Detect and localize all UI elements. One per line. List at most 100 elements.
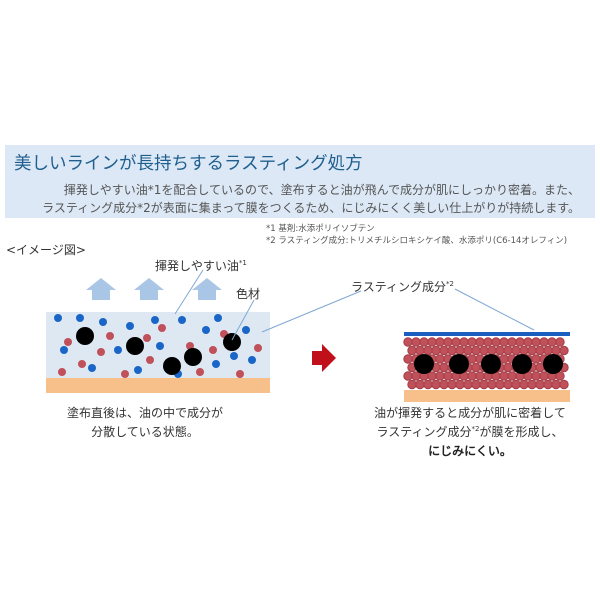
lasting-particle	[455, 345, 465, 356]
right-arrow-icon	[312, 344, 336, 372]
oil-particle	[156, 342, 164, 350]
pigment-particle	[163, 357, 181, 375]
lasting-particle	[58, 368, 66, 376]
lasting-particle	[403, 337, 413, 347]
lasting-film	[404, 332, 570, 336]
lasting-particle	[487, 345, 497, 356]
lasting-particle	[515, 337, 525, 347]
oil-particle	[126, 322, 134, 330]
up-arrow-icon	[192, 278, 222, 300]
lasting-particle	[495, 379, 505, 390]
lasting-particle	[471, 345, 481, 356]
pigment-particle	[449, 354, 469, 374]
lasting-particle	[415, 379, 425, 390]
lasting-leader-line-left	[261, 290, 362, 333]
lasting-particle	[97, 348, 105, 356]
lasting-particle	[503, 345, 513, 356]
lasting-particle	[519, 345, 529, 356]
pigment-particle	[76, 327, 94, 345]
skin-layer-left	[46, 378, 270, 393]
oil-leader-line	[174, 269, 204, 315]
lasting-particle	[527, 379, 537, 390]
lasting-particle	[455, 379, 465, 390]
lasting-particle	[467, 354, 477, 364]
after-caption: 油が揮発すると成分が肌に密着して ラスティング成分*2が膜を形成し、 にじみにく…	[374, 406, 566, 458]
lasting-particle	[427, 371, 437, 381]
lasting-particle	[539, 371, 549, 381]
lasting-particle	[427, 337, 437, 347]
pigment-particle	[543, 354, 563, 374]
dispersed-particles	[54, 314, 262, 378]
lasting-particle	[106, 332, 114, 340]
pigment-leader-line	[231, 299, 255, 341]
lasting-particle	[463, 379, 473, 390]
lasting-particle	[511, 345, 521, 356]
up-arrow-icon	[134, 278, 164, 300]
up-arrow-icon	[86, 278, 116, 300]
lasting-particle	[475, 337, 485, 347]
lasting-particle	[407, 379, 417, 390]
lasting-particle	[411, 371, 421, 381]
page-title: 美しいラインが長持ちするラスティング処方	[14, 154, 363, 174]
lasting-particle	[519, 379, 529, 390]
lasting-particle	[403, 354, 413, 364]
lasting-particle	[527, 345, 537, 356]
lasting-particle	[547, 337, 557, 347]
oil-particle	[99, 318, 107, 326]
footnote-1: *1 基剤:水添ポリイソブテン	[266, 224, 375, 234]
lasting-particle	[555, 337, 565, 347]
pigment-particle	[512, 354, 532, 374]
before-panel	[46, 278, 270, 393]
pigment-particle	[481, 354, 501, 374]
lasting-particle	[535, 362, 545, 373]
lasting-particle	[471, 362, 481, 373]
lasting-particle	[196, 368, 204, 376]
pigment-particle	[184, 348, 202, 366]
lasting-particle	[431, 345, 441, 356]
lasting-particle	[559, 345, 569, 356]
lasting-particle	[431, 379, 441, 390]
lasting-particle	[435, 371, 445, 381]
lasting-particle	[146, 356, 154, 364]
lasting-particle	[439, 379, 449, 390]
lasting-particle	[403, 371, 413, 381]
oil-particle	[134, 366, 142, 374]
oil-particle	[178, 316, 186, 324]
lasting-particle	[121, 370, 129, 378]
oil-particle	[248, 356, 256, 364]
lasting-particle	[551, 345, 561, 356]
lasting-particle	[186, 342, 194, 350]
lasting-particle	[531, 354, 541, 364]
oil-particle	[202, 326, 210, 334]
lasting-particle	[64, 338, 72, 346]
lasting-particle	[503, 379, 513, 390]
lasting-particle	[158, 324, 166, 332]
oil-particle	[242, 326, 250, 334]
lasting-particle	[483, 337, 493, 347]
lasting-particle	[559, 379, 569, 390]
header-banner	[5, 145, 595, 218]
lasting-particle	[555, 371, 565, 381]
lasting-particle	[439, 362, 449, 373]
lasting-particle	[479, 379, 489, 390]
lasting-component-label: ラスティング成分*2	[351, 280, 455, 294]
lasting-particle	[143, 334, 151, 342]
lasting-leader-line-right	[454, 288, 535, 331]
oil-particle	[60, 346, 68, 354]
oil-particle	[230, 352, 238, 360]
lasting-particle	[209, 346, 217, 354]
pigment-label: 色材	[236, 287, 261, 301]
skin-layer-right	[404, 390, 570, 402]
lasting-particle	[531, 371, 541, 381]
description-line-1: 揮発しやすい油*1を配合しているので、塗布すると油が飛んで成分が肌にしっかり密着…	[63, 183, 580, 197]
lasting-particle	[463, 345, 473, 356]
lasting-particle	[479, 345, 489, 356]
lasting-particle	[495, 345, 505, 356]
pigment-particle	[414, 354, 434, 374]
lasting-particle	[415, 345, 425, 356]
oil-particle	[76, 314, 84, 322]
lasting-particle	[503, 362, 513, 373]
lasting-particle	[507, 337, 517, 347]
lasting-particle	[475, 371, 485, 381]
lasting-particle	[447, 345, 457, 356]
